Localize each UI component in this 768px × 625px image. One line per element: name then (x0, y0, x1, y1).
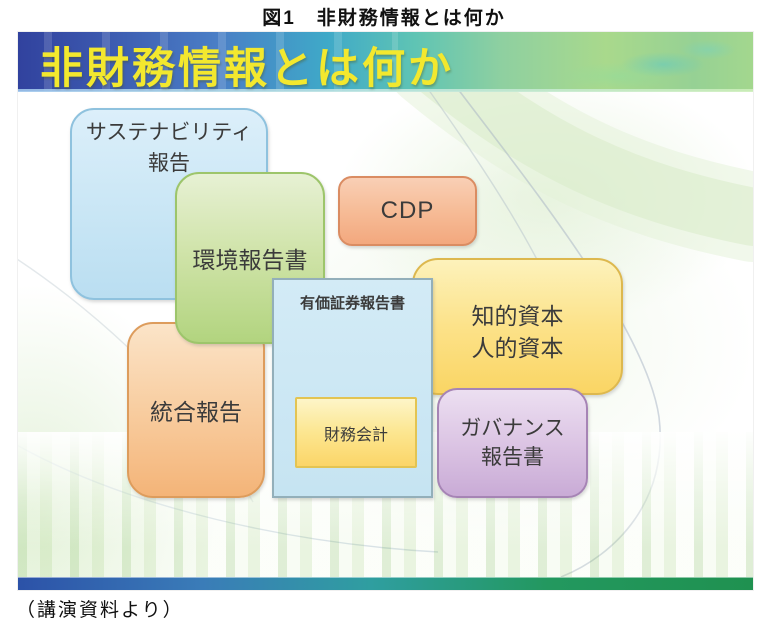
source-caption: （講演資料より） (16, 600, 184, 621)
box-integrated-report: 統合報告 (127, 322, 265, 498)
box-governance-report: ガバナンス 報告書 (437, 388, 588, 498)
box-cdp-label: CDP (380, 197, 435, 224)
slide-title: 非財務情報とは何か (40, 45, 454, 93)
box-financial-accounting: 財務会計 (295, 397, 417, 468)
header-underline (18, 89, 753, 92)
box-integrated-label: 統合報告 (150, 399, 242, 425)
box-cdp: CDP (338, 176, 477, 246)
box-environmental-report: 環境報告書 (175, 172, 325, 344)
box-securities-label: 有価証券報告書 (299, 295, 405, 312)
box-governance-line1: ガバナンス (460, 417, 565, 440)
slide-footer-bar (18, 577, 753, 590)
slide-header (18, 32, 753, 91)
box-capital-line1: 知的資本 (471, 302, 564, 329)
box-intellectual-human-capital: 知的資本 人的資本 (412, 258, 623, 395)
box-financial-label: 財務会計 (323, 426, 388, 444)
box-environment-label: 環境報告書 (192, 247, 308, 273)
figure-caption: 図1 非財務情報とは何か (262, 8, 506, 29)
box-governance-line2: 報告書 (481, 446, 544, 469)
box-capital-line2: 人的資本 (471, 334, 564, 361)
slide: 非財務情報とは何か サステナビリティ 報告 統合報告 環境報告書 CDP 知的資… (18, 32, 753, 590)
box-sustainability-line1: サステナビリティ (85, 121, 253, 144)
box-sustainability-line2: 報告 (148, 152, 190, 175)
